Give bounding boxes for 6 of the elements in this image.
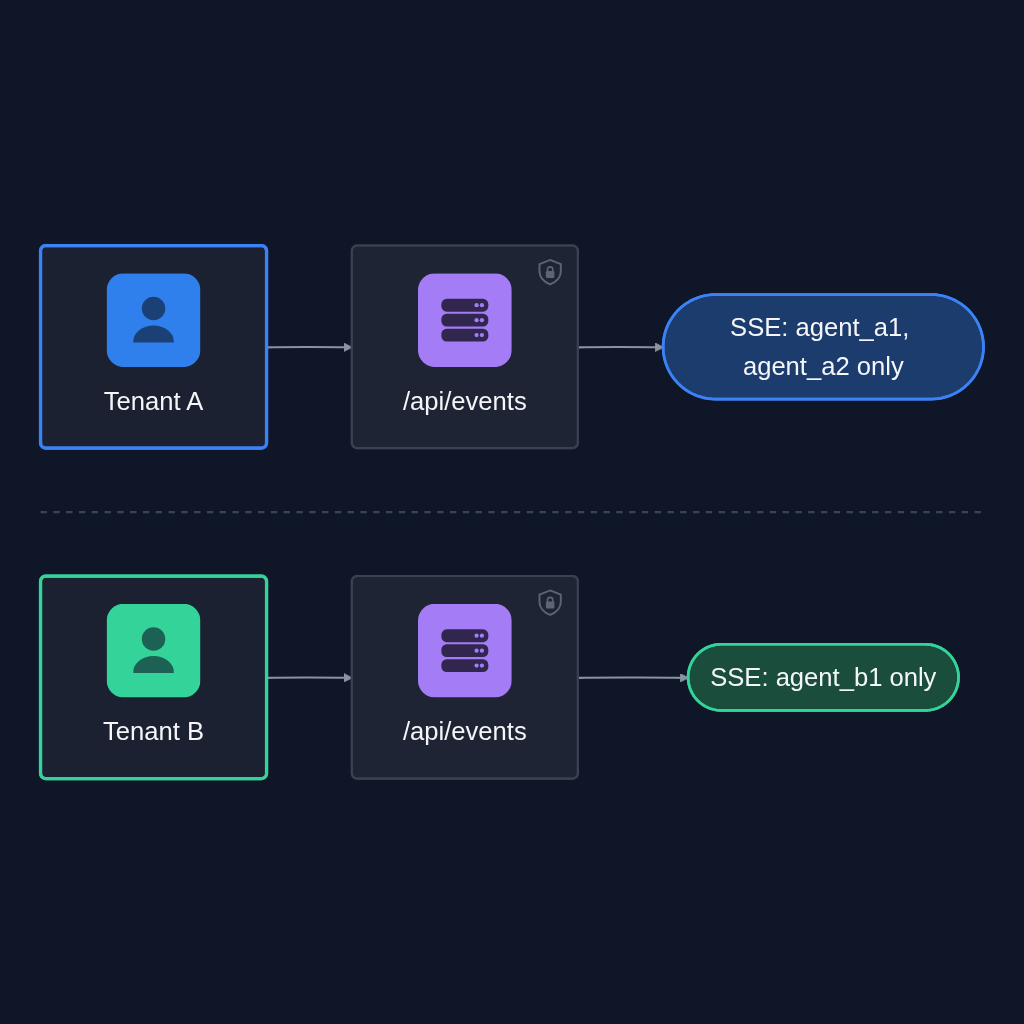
node-label: Tenant A bbox=[103, 386, 204, 415]
node-label: SSE: agent_b1 only bbox=[710, 662, 937, 692]
node-label: /api/events bbox=[402, 386, 527, 415]
node-label: /api/events bbox=[402, 716, 527, 746]
node-label: Tenant B bbox=[103, 716, 205, 746]
node-label: SSE: agent_a1, agent_a2 only bbox=[730, 312, 911, 380]
